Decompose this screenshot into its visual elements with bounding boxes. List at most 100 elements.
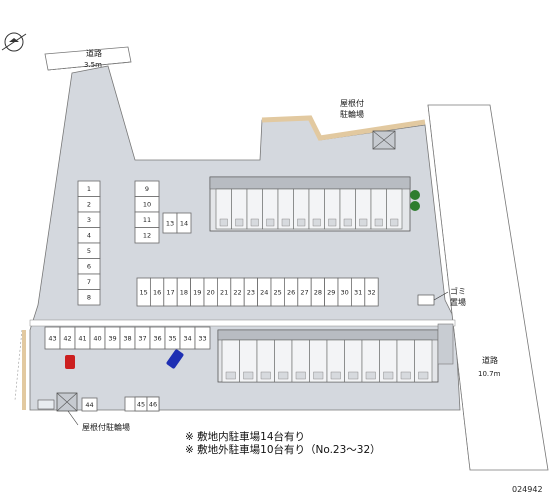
slot-46 [146,396,160,412]
slot-number: 32 [367,288,375,296]
slot-number: 27 [300,288,308,296]
slot-number: 9 [145,185,149,193]
car-blue [166,349,184,369]
tree-icon [410,190,420,211]
unit-room [312,218,321,227]
slot-number: 37 [138,334,146,342]
slot-number: 38 [123,334,131,342]
garbage-box [417,294,435,306]
slot-number: 29 [327,288,335,296]
slot-number: 34 [183,334,191,342]
top-road [44,46,132,71]
right-road-name: 道路 [482,355,498,365]
slot-number: 25 [274,288,282,296]
roof-bike-label-bottom: 屋根付駐輪場 [82,422,130,432]
unit-room [400,371,411,380]
slot-number: 44 [85,401,93,409]
slot-number: 43 [48,334,56,342]
car-red [65,355,75,369]
unit-room [374,218,383,227]
unit-room [295,371,306,380]
slot-number: 17 [166,288,174,296]
unit-room [365,371,376,380]
slot-33 [194,326,211,350]
slot-14 [176,212,192,234]
unit-room [348,371,359,380]
roof-bike-label-1: 屋根付 [340,98,364,108]
unit-room [418,371,429,380]
slot-number: 35 [168,334,176,342]
slot-number: 15 [140,288,148,296]
slot-44 [81,397,98,412]
slot-number: 22 [233,288,241,296]
roof-bike-label-2: 駐輪場 [340,109,364,119]
unit-room [383,371,394,380]
unit-room [297,218,306,227]
building-bottom [217,329,439,383]
note-2: ※ 敷地外駐車場10台有り（No.23～32） [185,444,381,456]
slot-number: 4 [87,232,91,240]
slot-number: 45 [137,400,145,408]
unit-room [359,218,368,227]
slot-number: 1 [87,185,91,193]
slot-number: 30 [341,288,349,296]
garbage-label-1: ゴミ [450,286,466,296]
garbage-label-2: 置場 [450,297,466,307]
slot-12 [134,227,160,244]
top-road-name: 道路 [86,48,102,58]
slot-number: 8 [87,294,91,302]
top-road-width: 3.5m [84,61,102,69]
hatched-area [437,323,454,365]
building-top [209,176,411,232]
slot-number: 12 [143,232,151,240]
slot-number: 46 [149,400,157,408]
slot-number: 13 [166,219,174,227]
slot-number: 3 [87,216,91,224]
compass-icon [1,32,27,52]
roof-bike-shelter-top [372,130,396,150]
slot-number: 7 [87,278,91,286]
unit-room [225,371,236,380]
unit-room [250,218,259,227]
unit-room [243,371,254,380]
slot-number: 28 [314,288,322,296]
slot-number: 24 [260,288,268,296]
slot-number: 31 [354,288,362,296]
slot-number: 16 [153,288,161,296]
slot-number: 14 [180,219,188,227]
slot-number: 20 [207,288,215,296]
apartment-unit [414,339,433,383]
slot-number: 5 [87,247,91,255]
slot-number: 6 [87,263,91,271]
unit-room [330,371,341,380]
parking-notes: ※ 敷地内駐車場14台有り ※ 敷地外駐車場10台有り（No.23～32） [185,431,381,457]
left-edge [14,329,23,401]
slot-number: 19 [193,288,201,296]
unit-room [235,218,244,227]
unit-room [328,218,337,227]
slot-number: 10 [143,201,151,209]
slot-number: 18 [180,288,188,296]
slot-number: 11 [143,216,151,224]
unit-room [343,218,352,227]
unit-room [313,371,324,380]
right-road-width: 10.7m [478,370,501,378]
walkway [29,319,456,327]
slot-number: 36 [153,334,161,342]
wall-top [261,115,426,141]
right-road [427,104,549,471]
roof-bike-shelter-bottom [37,392,79,426]
slot-number: 2 [87,201,91,209]
map-code: 024942 [512,485,543,494]
unit-room [281,218,290,227]
unit-room [219,218,228,227]
slot-number: 39 [108,334,116,342]
slot-number: 41 [78,334,86,342]
slot-number: 21 [220,288,228,296]
note-1: ※ 敷地内駐車場14台有り [185,431,305,443]
slot-number: 33 [198,334,206,342]
unit-room [266,218,275,227]
unit-room [278,371,289,380]
unit-room [260,371,271,380]
slot-number: 40 [93,334,101,342]
